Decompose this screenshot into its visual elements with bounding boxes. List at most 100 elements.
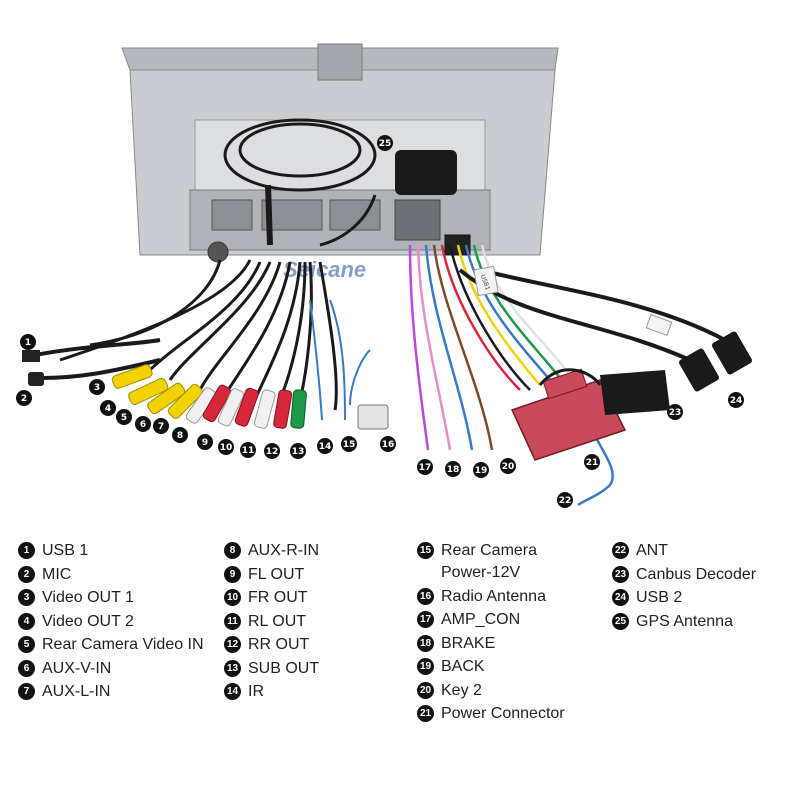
radio-antenna-plug bbox=[357, 404, 389, 430]
svg-text:25: 25 bbox=[379, 139, 392, 149]
callout-13: 13 bbox=[290, 443, 306, 459]
callout-5: 5 bbox=[116, 409, 132, 425]
svg-text:5: 5 bbox=[121, 413, 127, 423]
rca-video-out-2 bbox=[128, 377, 169, 405]
svg-text:16: 16 bbox=[382, 440, 395, 450]
callout-23: 23 bbox=[667, 404, 683, 420]
svg-text:9: 9 bbox=[202, 438, 208, 448]
callout-19: 19 bbox=[473, 462, 489, 478]
svg-text:7: 7 bbox=[158, 422, 164, 432]
svg-text:19: 19 bbox=[475, 466, 488, 476]
callout-11: 11 bbox=[240, 442, 256, 458]
callout-3: 3 bbox=[89, 379, 105, 395]
svg-text:14: 14 bbox=[319, 442, 332, 452]
head-unit-back bbox=[121, 43, 559, 263]
callout-22: 22 bbox=[557, 492, 573, 508]
power-connector bbox=[510, 368, 627, 461]
svg-text:20: 20 bbox=[502, 462, 515, 472]
mic-plug bbox=[28, 372, 44, 386]
rca-fl-out bbox=[217, 388, 244, 427]
gps-antenna bbox=[223, 118, 457, 247]
svg-text:12: 12 bbox=[266, 447, 279, 457]
callout-25: 25 bbox=[377, 135, 393, 151]
watermark: Seicane bbox=[283, 257, 366, 282]
callout-14: 14 bbox=[317, 438, 333, 454]
usb1-plug bbox=[22, 350, 40, 362]
wiring-diagram: Seicane bbox=[16, 43, 753, 508]
callout-8: 8 bbox=[172, 427, 188, 443]
callout-10: 10 bbox=[218, 439, 234, 455]
callout-15: 15 bbox=[341, 436, 357, 452]
svg-text:6: 6 bbox=[140, 420, 146, 430]
rca-rear-camera-video-in bbox=[147, 382, 186, 415]
rca-rl-out bbox=[253, 389, 276, 429]
callout-2: 2 bbox=[16, 390, 32, 406]
rca-sub-out bbox=[290, 389, 307, 429]
rca-aux-r-in bbox=[202, 384, 232, 423]
rca-rr-out bbox=[273, 389, 293, 429]
wire-harness bbox=[408, 244, 614, 507]
svg-text:17: 17 bbox=[419, 463, 432, 473]
callout-1: 1 bbox=[20, 334, 36, 350]
rca-fr-out bbox=[234, 387, 259, 427]
usb1-cable bbox=[34, 338, 161, 357]
rca-video-out-1 bbox=[111, 364, 153, 389]
svg-text:24: 24 bbox=[730, 396, 743, 406]
svg-text:18: 18 bbox=[447, 465, 460, 475]
callout-6: 6 bbox=[135, 416, 151, 432]
callout-7: 7 bbox=[153, 418, 169, 434]
svg-text:3: 3 bbox=[94, 383, 100, 393]
svg-text:4: 4 bbox=[105, 404, 111, 414]
svg-text:22: 22 bbox=[559, 496, 572, 506]
callout-17: 17 bbox=[417, 459, 433, 475]
svg-text:21: 21 bbox=[586, 458, 599, 468]
svg-text:11: 11 bbox=[242, 446, 255, 456]
callout-16: 16 bbox=[380, 436, 396, 452]
callout-18: 18 bbox=[445, 461, 461, 477]
small-leads bbox=[309, 299, 389, 430]
svg-text:15: 15 bbox=[343, 440, 356, 450]
usb2-cables: USB1 bbox=[458, 265, 753, 392]
callout-20: 20 bbox=[500, 458, 516, 474]
canbus-decoder bbox=[538, 368, 670, 415]
svg-text:2: 2 bbox=[21, 394, 27, 404]
mic-cable bbox=[39, 358, 161, 380]
svg-text:23: 23 bbox=[669, 408, 682, 418]
callout-4: 4 bbox=[100, 400, 116, 416]
rca-aux-v-in bbox=[167, 383, 203, 419]
svg-text:8: 8 bbox=[177, 431, 183, 441]
callout-9: 9 bbox=[197, 434, 213, 450]
svg-text:13: 13 bbox=[292, 447, 305, 457]
svg-text:10: 10 bbox=[220, 443, 233, 453]
rca-connectors bbox=[111, 364, 307, 429]
callout-12: 12 bbox=[264, 443, 280, 459]
svg-text:1: 1 bbox=[25, 338, 31, 348]
